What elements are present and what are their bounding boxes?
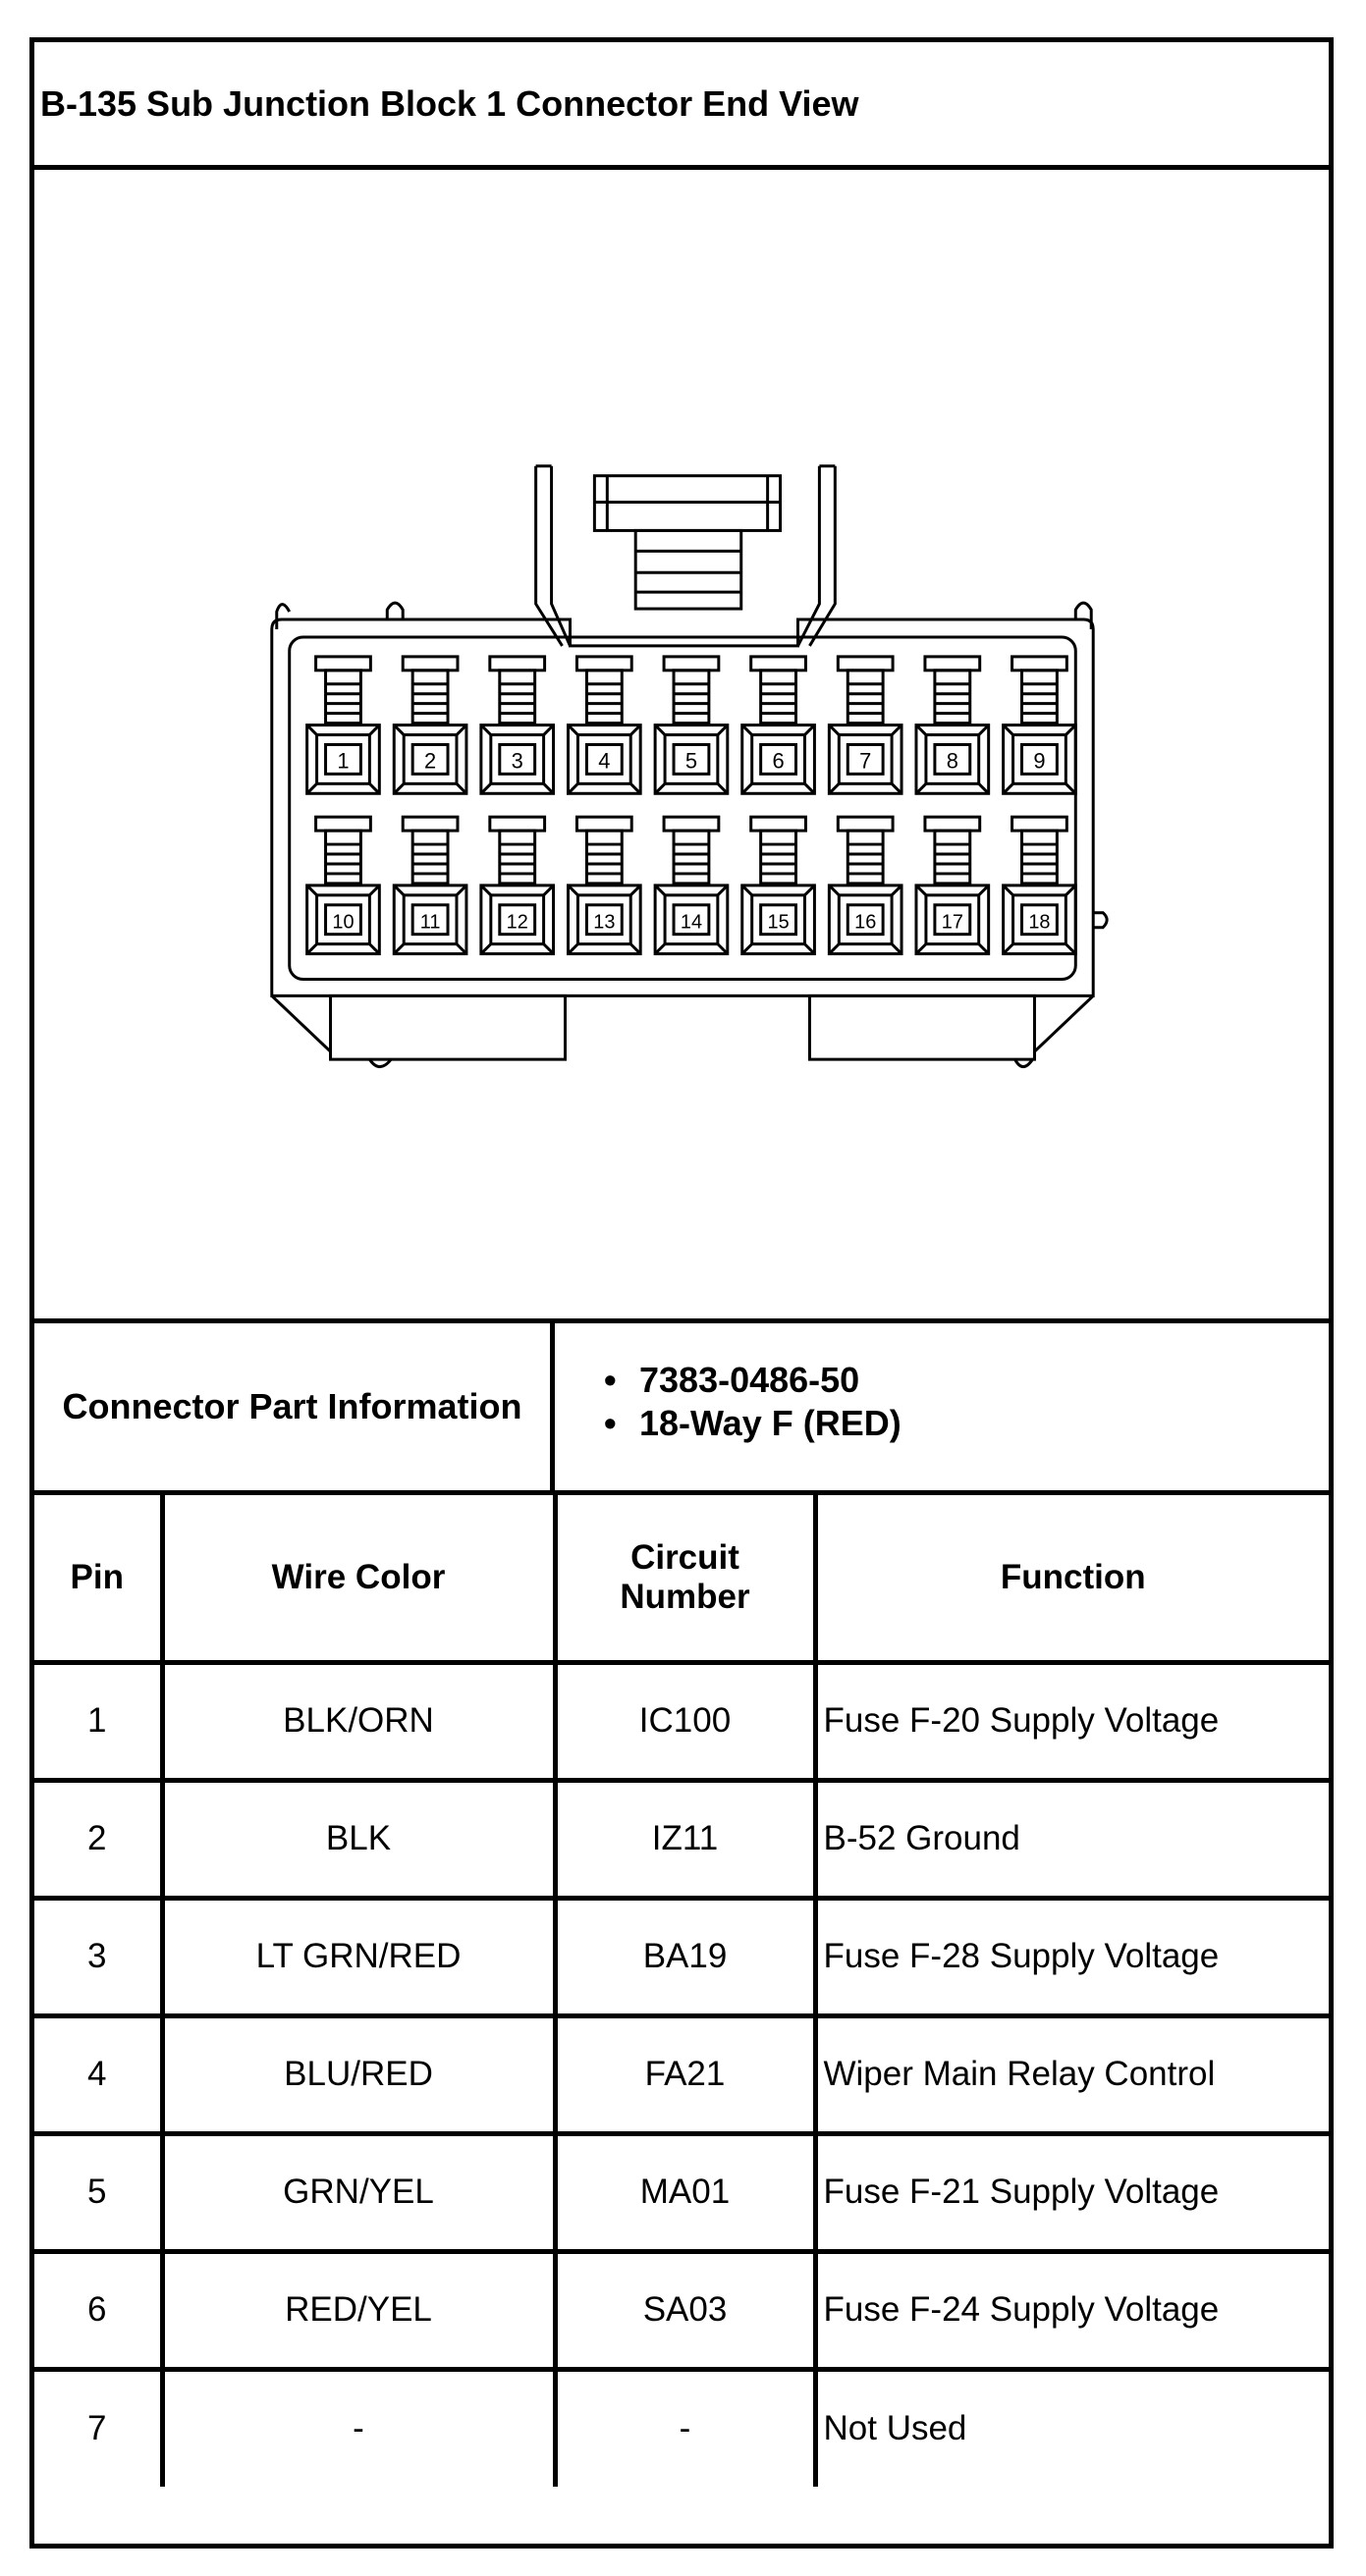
function-cell: B-52 Ground [812, 1777, 1329, 1901]
wire-color-cell: BLU/RED [159, 2012, 558, 2136]
part-number: 7383-0486-50 [604, 1359, 902, 1402]
circuit-cell: IC100 [552, 1659, 818, 1783]
terminal-9: 9 [1002, 655, 1077, 795]
connector-type: 18-Way F (RED) [604, 1402, 902, 1445]
terminal-18: 18 [1002, 815, 1077, 956]
table-row: 7 - - Not Used [34, 2366, 1329, 2487]
terminal-13: 13 [566, 815, 642, 956]
terminal-number: 10 [332, 912, 354, 934]
terminal-12: 12 [479, 815, 556, 956]
function-cell: Wiper Main Relay Control [812, 2012, 1329, 2136]
terminal-6: 6 [740, 655, 816, 795]
wire-color-cell: BLK [159, 1777, 558, 1901]
terminal-number: 17 [942, 912, 963, 934]
function-cell: Not Used [812, 2366, 1329, 2487]
terminal-number: 3 [512, 748, 523, 773]
wire-color-cell: RED/YEL [159, 2248, 558, 2372]
wire-color-cell: - [159, 2366, 558, 2487]
header-wire-color: Wire Color [159, 1495, 558, 1665]
pin-cell: 2 [34, 1777, 165, 1901]
terminal-number: 4 [598, 748, 610, 773]
terminal-15: 15 [740, 815, 816, 956]
terminal-number: 5 [685, 748, 697, 773]
terminal-number: 14 [681, 912, 702, 934]
pin-cell: 1 [34, 1659, 165, 1783]
circuit-cell: IZ11 [552, 1777, 818, 1901]
connector-latch [534, 464, 837, 647]
function-cell: Fuse F-24 Supply Voltage [812, 2248, 1329, 2372]
table-row: 3 LT GRN/RED BA19 Fuse F-28 Supply Volta… [34, 1895, 1329, 2018]
function-cell: Fuse F-28 Supply Voltage [812, 1895, 1329, 2018]
terminal-7: 7 [827, 655, 903, 795]
terminal-number: 9 [1033, 748, 1045, 773]
connector-part-info-label: Connector Part Information [34, 1323, 555, 1490]
connector-part-information: Connector Part Information 7383-0486-50 … [34, 1323, 1329, 1495]
terminal-number: 15 [768, 912, 790, 934]
circuit-cell: - [552, 2366, 818, 2487]
terminal-14: 14 [653, 815, 730, 956]
header-function: Function [812, 1495, 1329, 1665]
terminal-1: 1 [305, 655, 381, 795]
function-cell: Fuse F-21 Supply Voltage [812, 2130, 1329, 2254]
terminal-3: 3 [479, 655, 556, 795]
function-cell: Fuse F-20 Supply Voltage [812, 1659, 1329, 1783]
connector-housing [270, 601, 1109, 1069]
terminal-number: 12 [507, 912, 528, 934]
terminal-11: 11 [392, 815, 468, 956]
terminal-5: 5 [653, 655, 730, 795]
terminal-number: 7 [859, 748, 871, 773]
pin-cell: 3 [34, 1895, 165, 2018]
header-pin: Pin [34, 1495, 165, 1665]
pin-cell: 4 [34, 2012, 165, 2136]
terminal-number: 6 [772, 748, 784, 773]
terminal-number: 2 [424, 748, 436, 773]
page-title: B-135 Sub Junction Block 1 Connector End… [34, 42, 1329, 170]
terminal-number: 8 [947, 748, 958, 773]
terminal-16: 16 [827, 815, 903, 956]
pin-cell: 6 [34, 2248, 165, 2372]
terminal-number: 11 [420, 912, 441, 934]
terminal-2: 2 [392, 655, 468, 795]
terminal-number: 13 [593, 912, 615, 934]
pin-cell: 5 [34, 2130, 165, 2254]
connector-sheet: B-135 Sub Junction Block 1 Connector End… [29, 37, 1334, 2549]
terminal-10: 10 [305, 815, 381, 956]
table-row: 5 GRN/YEL MA01 Fuse F-21 Supply Voltage [34, 2130, 1329, 2254]
wire-color-cell: LT GRN/RED [159, 1895, 558, 2018]
terminal-number: 1 [337, 748, 349, 773]
pin-cell: 7 [34, 2366, 165, 2487]
terminal-8: 8 [914, 655, 991, 795]
table-row: 1 BLK/ORN IC100 Fuse F-20 Supply Voltage [34, 1659, 1329, 1783]
terminal-4: 4 [566, 655, 642, 795]
table-row: 6 RED/YEL SA03 Fuse F-24 Supply Voltage [34, 2248, 1329, 2372]
wire-color-cell: GRN/YEL [159, 2130, 558, 2254]
table-row: 4 BLU/RED FA21 Wiper Main Relay Control [34, 2012, 1329, 2136]
circuit-cell: MA01 [552, 2130, 818, 2254]
table-row: 2 BLK IZ11 B-52 Ground [34, 1777, 1329, 1901]
terminal-number: 16 [854, 912, 876, 934]
wire-color-cell: BLK/ORN [159, 1659, 558, 1783]
connector-part-info-list: 7383-0486-50 18-Way F (RED) [604, 1359, 902, 1445]
terminal-17: 17 [914, 815, 991, 956]
terminal-number: 18 [1028, 912, 1050, 934]
circuit-cell: FA21 [552, 2012, 818, 2136]
circuit-cell: SA03 [552, 2248, 818, 2372]
circuit-cell: BA19 [552, 1895, 818, 2018]
